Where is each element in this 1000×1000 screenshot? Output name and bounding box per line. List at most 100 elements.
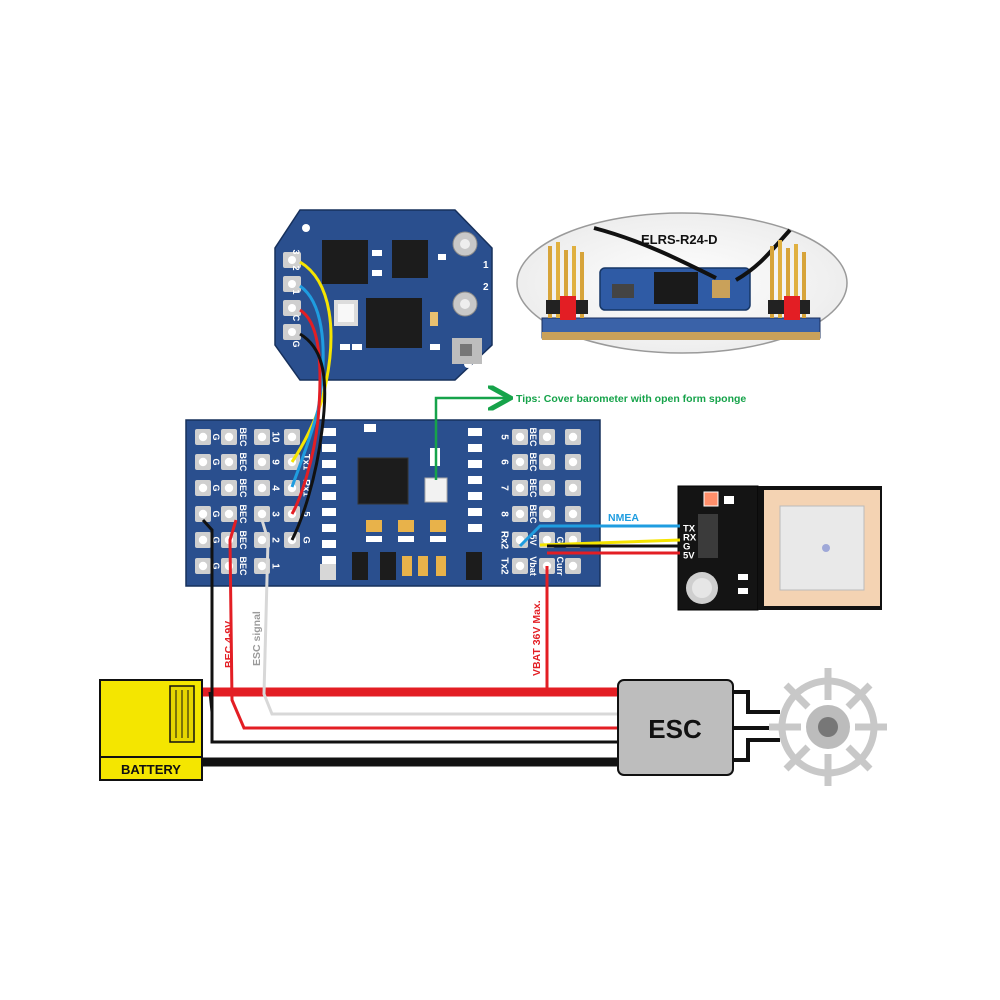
fc-right-col-label: 5V	[528, 534, 538, 545]
fc-left-pad	[195, 532, 211, 548]
fc-uart-label: 5	[301, 511, 312, 517]
receiver-to-fc-wires	[290, 260, 333, 541]
receiver-pads	[283, 252, 301, 340]
fc-right-pad	[512, 558, 528, 574]
fc-left-pad-number: 4	[270, 485, 281, 491]
fc-left-pad	[254, 480, 270, 496]
fc-right-pad-number: 5	[499, 434, 510, 440]
fc-left-pad-number: 9	[270, 459, 281, 465]
fc-right-pad-number: 7	[499, 485, 510, 491]
fc-right-pad-number: Rx2	[499, 531, 510, 550]
fc-uart-label: Tx1	[301, 454, 312, 471]
left-header-pins	[546, 242, 588, 320]
fc-right-pad	[512, 454, 528, 470]
power-wires	[200, 518, 618, 767]
fc-left-pad	[195, 429, 211, 445]
fc-right-pad-number: Tx2	[499, 557, 510, 575]
receiver-pin-label: 2	[291, 265, 301, 270]
fc-right-col-label: BEC	[528, 452, 538, 472]
receiver-board: 1 2 3 2 1C G	[274, 209, 493, 381]
fc-left-pad-number: 10	[270, 431, 281, 443]
fc-right-pad	[539, 429, 555, 445]
fc-left-pad	[254, 429, 270, 445]
fc-left-pad	[195, 454, 211, 470]
gps-pin-label: RX	[683, 533, 697, 544]
barometer	[424, 477, 448, 503]
fc-right-pad	[565, 480, 581, 496]
antenna-2-label: 2	[483, 282, 489, 293]
fc-left-col-label: G	[211, 433, 221, 440]
fc-to-gps-wires: NMEA	[518, 512, 681, 555]
fc-left-pad-number: 3	[270, 511, 281, 517]
fc-left-pad	[254, 506, 270, 522]
receiver-pin-label: G	[291, 340, 301, 347]
receiver-pin-label: C	[291, 315, 301, 322]
receiver-pin-label: 3	[291, 249, 301, 254]
antenna-1-label: 1	[483, 260, 489, 271]
fc-right-pad-number: 8	[499, 511, 510, 517]
fc-right-pad	[512, 429, 528, 445]
fc-passive-components	[320, 424, 482, 580]
vbat-label: VBAT 36V Max.	[531, 600, 543, 676]
battery: BATTERY	[99, 679, 203, 781]
fc-right-col-label: G	[555, 536, 565, 543]
fc-left-pad-number: 2	[270, 537, 281, 543]
motor	[769, 668, 887, 786]
fc-left-pad	[195, 480, 211, 496]
fc-left-col-label: G	[211, 484, 221, 491]
fc-right-pad	[512, 480, 528, 496]
fc-uart-label: Rx1	[301, 479, 312, 497]
fc-left-col-label: G	[211, 510, 221, 517]
fc-left-col-label: G	[211, 562, 221, 569]
fc-left-pad	[221, 454, 237, 470]
fc-right-pad	[512, 506, 528, 522]
fc-left-col-label: BEC	[238, 427, 248, 447]
fc-right-col-label: BEC	[528, 504, 538, 524]
fc-uart-pad	[284, 429, 300, 445]
gps-pin-label: 5V	[683, 551, 695, 562]
receiver-photo: ELRS-R24-D	[516, 212, 848, 354]
fc-right-pad	[565, 558, 581, 574]
fc-right-pad-number: 6	[499, 459, 510, 465]
fc-right-pad	[539, 454, 555, 470]
esc-signal-label: ESC signal	[251, 611, 263, 666]
fc-right-pad	[539, 506, 555, 522]
fc-uart-label: G	[301, 536, 312, 543]
fc-right-pad	[539, 480, 555, 496]
tip-text: Tips: Cover barometer with open form spo…	[516, 393, 746, 405]
receiver-name-label: ELRS-R24-D	[641, 232, 718, 247]
fc-left-col-label: G	[211, 536, 221, 543]
fc-left-pad	[221, 429, 237, 445]
gps-module	[677, 485, 882, 611]
fc-right-col-label: BEC	[528, 427, 538, 447]
esc-label: ESC	[648, 714, 702, 744]
fc-left-pad	[254, 454, 270, 470]
fc-left-pad	[221, 506, 237, 522]
bec-label: BEC 4-9V	[223, 621, 235, 668]
fc-left-pad-number: 1	[270, 563, 281, 569]
fc-left-pad	[195, 506, 211, 522]
fc-left-col-label: BEC	[238, 530, 248, 550]
fc-right-pad	[565, 506, 581, 522]
fc-right-col-label: Curr	[555, 556, 565, 575]
fc-right-pad	[565, 454, 581, 470]
barometer-tip: Tips: Cover barometer with open form spo…	[434, 393, 746, 480]
gps-pin-label: TX	[683, 524, 696, 535]
fc-left-col-label: BEC	[238, 478, 248, 498]
fc-right-pad	[565, 429, 581, 445]
fc-left-col-label: G	[211, 458, 221, 465]
fc-right-col-label: Vbat	[528, 556, 538, 576]
fc-left-pad	[221, 480, 237, 496]
receiver-pin-label: 1	[291, 289, 301, 294]
battery-label: BATTERY	[121, 762, 181, 777]
right-header-pins	[768, 240, 810, 320]
fc-right-col-label: BEC	[528, 478, 538, 498]
fc-uart-pad	[284, 480, 300, 496]
gps-pin-label: G	[683, 542, 690, 553]
fc-left-pad	[195, 558, 211, 574]
fc-left-col-label: BEC	[238, 556, 248, 576]
